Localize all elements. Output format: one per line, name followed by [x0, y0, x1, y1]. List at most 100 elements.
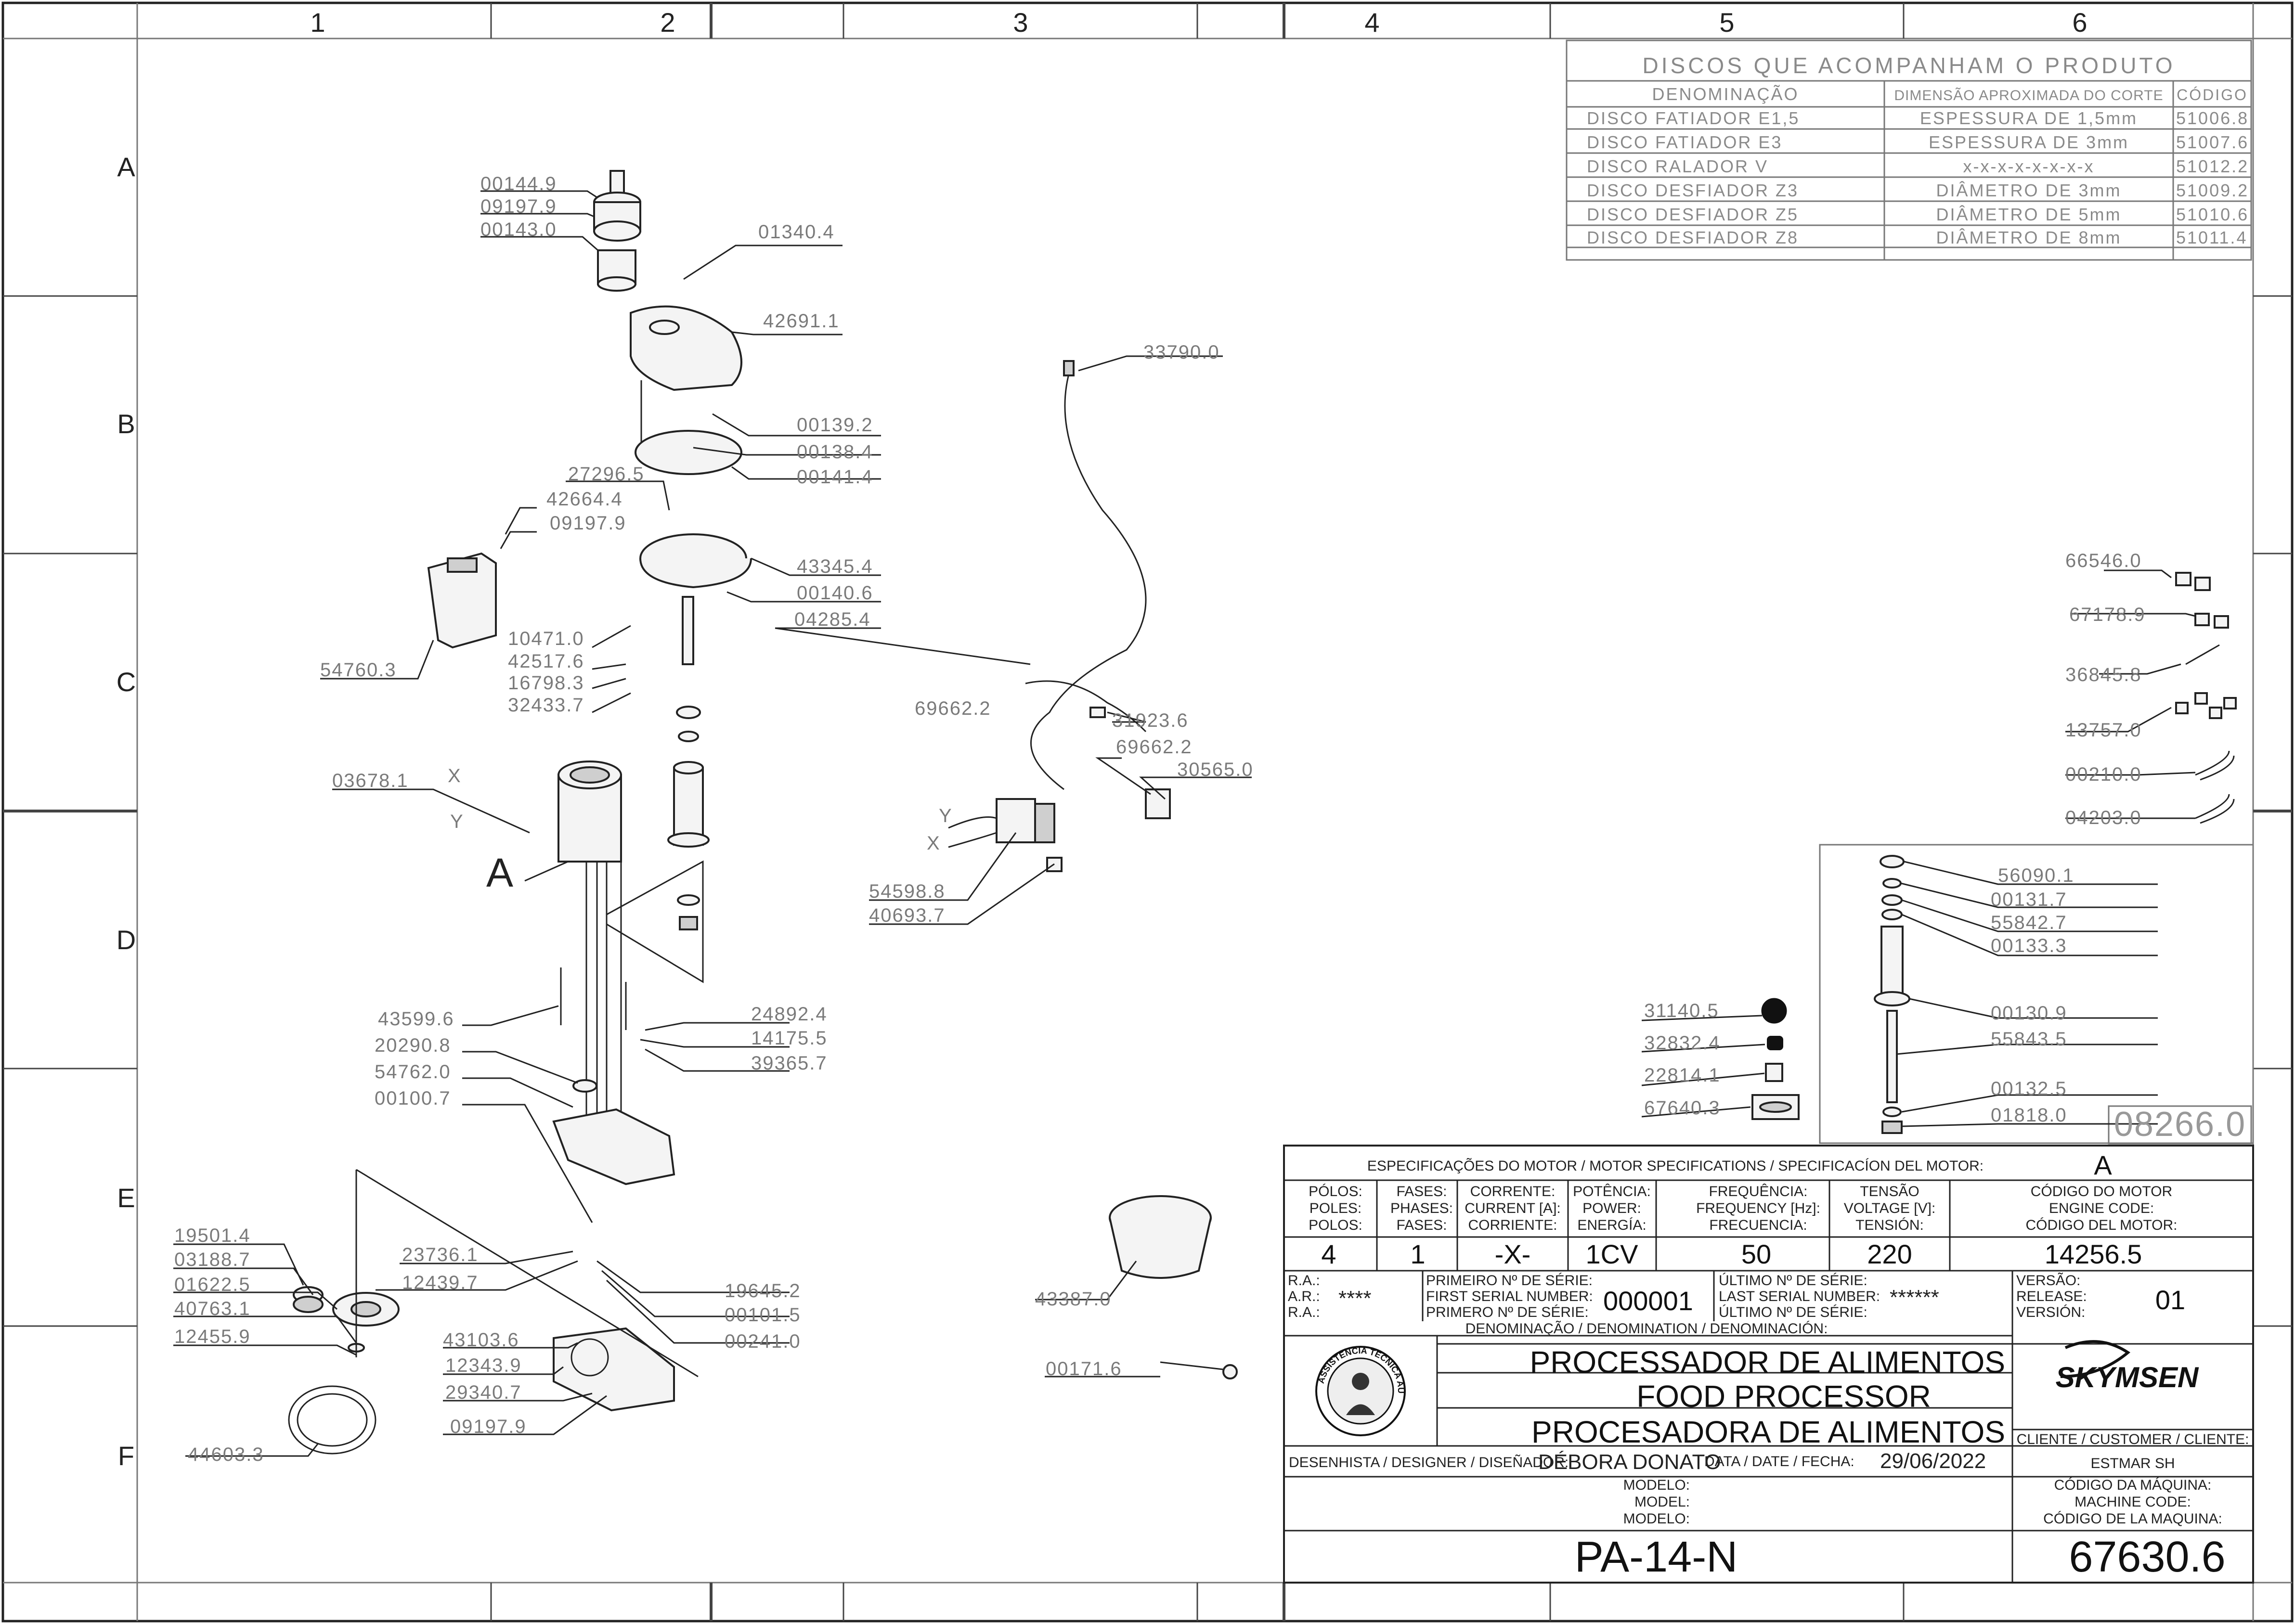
product-name-en: FOOD PROCESSOR	[1636, 1379, 1931, 1414]
grid-row-a: A	[117, 152, 135, 182]
part-number: 12439.7	[402, 1272, 479, 1293]
part-number: 03678.1	[332, 770, 409, 791]
grid-row-b: B	[117, 409, 135, 439]
discs-table-title: DISCOS QUE ACOMPANHAM O PRODUTO	[1643, 53, 2176, 78]
designer-label: DESENHISTA / DESIGNER / DISEÑADOR:	[1289, 1454, 1569, 1470]
part-number: 13757.0	[2065, 720, 2142, 741]
disc-part	[635, 430, 742, 475]
svg-text:ASSISTÊNCIA TÉCNICA AUTORIZADA: ASSISTÊNCIA TÉCNICA AUTORIZADA	[0, 0, 1406, 1393]
motor-current-value: -X-	[1495, 1239, 1531, 1269]
client-label: CLIENTE / CUSTOMER / CLIENTE:	[2017, 1431, 2249, 1447]
spec-label: PHASES:	[1390, 1200, 1453, 1216]
part-number: 31140.5	[1644, 1000, 1719, 1021]
part-number: 56090.1	[1998, 865, 2075, 886]
wire-label-x: X	[448, 765, 462, 786]
part-number: 16798.3	[508, 672, 584, 694]
part-number: 12343.9	[445, 1355, 522, 1376]
accessory-illustrations	[1109, 572, 2237, 1379]
part-number: 32832.4	[1644, 1032, 1721, 1054]
disc-name: DISCO RALADOR V	[1587, 156, 1768, 176]
part-number: 04203.0	[2065, 807, 2142, 828]
motor-spec-header: ESPECIFICAÇÕES DO MOTOR / MOTOR SPECIFIC…	[1367, 1158, 1984, 1174]
motor-power-value: 1CV	[1586, 1239, 1639, 1269]
spec-label: PÓLOS:	[1309, 1184, 1362, 1199]
last-serial-label: ÚLTIMO Nº DE SÉRIE:	[1719, 1273, 1867, 1289]
spec-label: POLOS:	[1309, 1217, 1362, 1233]
part-number: 01622.5	[174, 1274, 251, 1295]
seal-text: ASSISTÊNCIA TÉCNICA AUTORIZADA	[0, 0, 1406, 1393]
date-value: 29/06/2022	[1880, 1449, 1986, 1473]
part-number: 55843.5	[1991, 1029, 2067, 1050]
part-number: 04285.4	[794, 609, 871, 630]
ra-value: ****	[1338, 1287, 1372, 1310]
main-assembly-illustration	[288, 170, 752, 1455]
motor-phases-value: 1	[1410, 1239, 1425, 1269]
model-label: MODELO:	[1623, 1511, 1690, 1527]
disc-name: DISCO DESFIADOR Z5	[1587, 205, 1799, 224]
motor-label-a: A	[486, 850, 513, 895]
part-number: 27296.5	[568, 464, 645, 485]
spec-label: CORRENTE:	[1470, 1184, 1556, 1199]
last-serial-label: ÚLTIMO Nº DE SÉRIE:	[1719, 1304, 1867, 1320]
part-number: 42664.4	[546, 489, 623, 510]
part-number: 43387.0	[1035, 1289, 1112, 1310]
part-number: 00101.5	[725, 1304, 801, 1326]
disc-dimension: x-x-x-x-x-x-x-x	[1963, 156, 2095, 176]
discs-col-denomination: DENOMINAÇÃO	[1652, 84, 1799, 104]
part-number: 42517.6	[508, 651, 584, 672]
part-number: 54762.0	[375, 1061, 451, 1083]
part-number: 00141.4	[797, 466, 873, 488]
motor-code-value: 14256.5	[2045, 1239, 2142, 1269]
part-number-labels: 00144.9 09197.9 00143.0 01340.4 42691.1 …	[174, 173, 2245, 1465]
spec-label: CURRENT [A]:	[1465, 1200, 1560, 1216]
disc-name: DISCO DESFIADOR Z3	[1587, 180, 1799, 200]
grid-col-2: 2	[660, 7, 675, 38]
disc-name: DISCO FATIADOR E1,5	[1587, 108, 1800, 128]
spec-label: CÓDIGO DO MOTOR	[2031, 1184, 2172, 1199]
spec-label: FREQUENCY [Hz]:	[1696, 1200, 1820, 1216]
part-number: 24892.4	[751, 1004, 828, 1025]
first-serial-label: PRIMEIRO Nº DE SÉRIE:	[1426, 1273, 1593, 1289]
side-guard-part	[427, 552, 497, 649]
spec-label: POLES:	[1310, 1200, 1361, 1216]
version-label: VERSÃO:	[2016, 1272, 2080, 1289]
part-number: 30565.0	[1177, 759, 1254, 780]
part-number: 03188.7	[174, 1249, 251, 1270]
first-serial-value: 000001	[1603, 1286, 1693, 1316]
denomination-header: DENOMINAÇÃO / DENOMINATION / DENOMINACIÓ…	[1465, 1320, 1828, 1337]
part-number: 67640.3	[1644, 1097, 1721, 1119]
part-number: 00140.6	[797, 582, 873, 604]
discs-col-code: CÓDIGO	[2177, 86, 2248, 103]
ra-label: R.A.:	[1288, 1304, 1320, 1320]
part-number: 00100.7	[375, 1088, 451, 1109]
discs-table: DISCOS QUE ACOMPANHAM O PRODUTO DENOMINA…	[1566, 39, 2252, 261]
part-number: 01340.4	[758, 221, 835, 243]
bowl-part	[1109, 1217, 1212, 1279]
spec-label: ENERGÍA:	[1577, 1217, 1646, 1233]
part-number: 10471.0	[508, 628, 584, 649]
part-number: 00171.6	[1046, 1358, 1122, 1379]
model-label: MODEL:	[1634, 1494, 1690, 1510]
discs-col-dimension: DIMENSÃO APROXIMADA DO CORTE	[1894, 87, 2163, 103]
part-number: 00143.0	[480, 219, 557, 240]
spec-label: VOLTAGE [V]:	[1844, 1200, 1936, 1216]
part-number: 23736.1	[402, 1244, 479, 1265]
electrical-assembly-illustration	[948, 360, 1171, 872]
product-name-es: PROCESADORA DE ALIMENTOS	[1531, 1415, 2005, 1449]
part-number: 39365.7	[751, 1053, 828, 1074]
part-number: 54760.3	[320, 659, 397, 681]
spec-label: POWER:	[1582, 1200, 1641, 1216]
part-number: 66546.0	[2065, 550, 2142, 571]
disc-dimension: ESPESSURA DE 1,5mm	[1920, 108, 2138, 128]
disc-code: 51011.4	[2176, 228, 2247, 247]
first-serial-label: PRIMERO Nº DE SÉRIE:	[1426, 1304, 1589, 1320]
designer-name: DÉBORA DONATO	[1538, 1450, 1721, 1474]
spec-label: CORRIENTE:	[1468, 1217, 1557, 1233]
part-number: 19645.2	[725, 1280, 801, 1302]
model-label: MODELO:	[1623, 1477, 1690, 1493]
part-number: 43345.4	[797, 556, 873, 577]
part-number: 00132.5	[1991, 1078, 2067, 1099]
date-label: DATA / DATE / FECHA:	[1704, 1454, 1854, 1469]
part-number: 55842.7	[1991, 912, 2067, 933]
